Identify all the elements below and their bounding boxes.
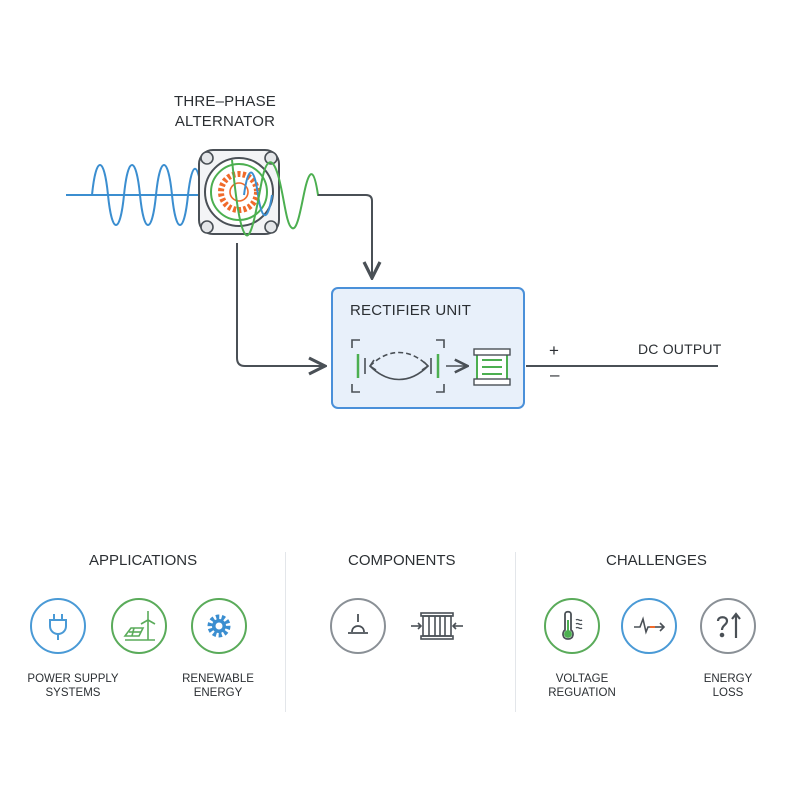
- diode-icon: [330, 598, 386, 654]
- thermometer-icon: [544, 598, 600, 654]
- green-phase-wave: [231, 159, 345, 237]
- connector-top: [318, 194, 372, 276]
- caption-renewable-energy: RENEWABLE ENERGY: [182, 673, 254, 699]
- dc-output-label: DC OUTPUT: [638, 341, 722, 357]
- caption-power-supply: POWER SUPPLY SYSTEMS: [27, 673, 119, 699]
- plus-sign: +: [549, 341, 560, 360]
- alternator-icon: [198, 149, 280, 235]
- rectifier-bridge-icon: [351, 339, 466, 393]
- question-arrow-icon: [700, 598, 756, 654]
- solar-wind-icon: [111, 598, 167, 654]
- connector-left: [236, 243, 323, 366]
- caption-energy-loss: ENERGY LOSS: [703, 673, 753, 699]
- alternator-title: THRE–PHASE ALTERNATOR: [173, 93, 277, 130]
- section-title-challenges: CHALLENGES: [606, 552, 707, 569]
- rectifier-title: RECTIFIER UNIT: [350, 302, 472, 319]
- caption-voltage-regulation: VOLTAGE REGUATION: [548, 673, 616, 699]
- gear-icon: [191, 598, 247, 654]
- transformer-block-icon: [473, 348, 511, 386]
- minus-sign: –: [550, 365, 560, 384]
- divider-right: [515, 552, 516, 712]
- transformer-icon: [409, 598, 465, 654]
- divider-left: [285, 552, 286, 712]
- plug-icon: [30, 598, 86, 654]
- waveform-icon: [621, 598, 677, 654]
- blue-wave-overlay: [243, 171, 273, 217]
- section-title-applications: APPLICATIONS: [89, 552, 198, 569]
- section-title-components: COMPONENTS: [348, 552, 456, 569]
